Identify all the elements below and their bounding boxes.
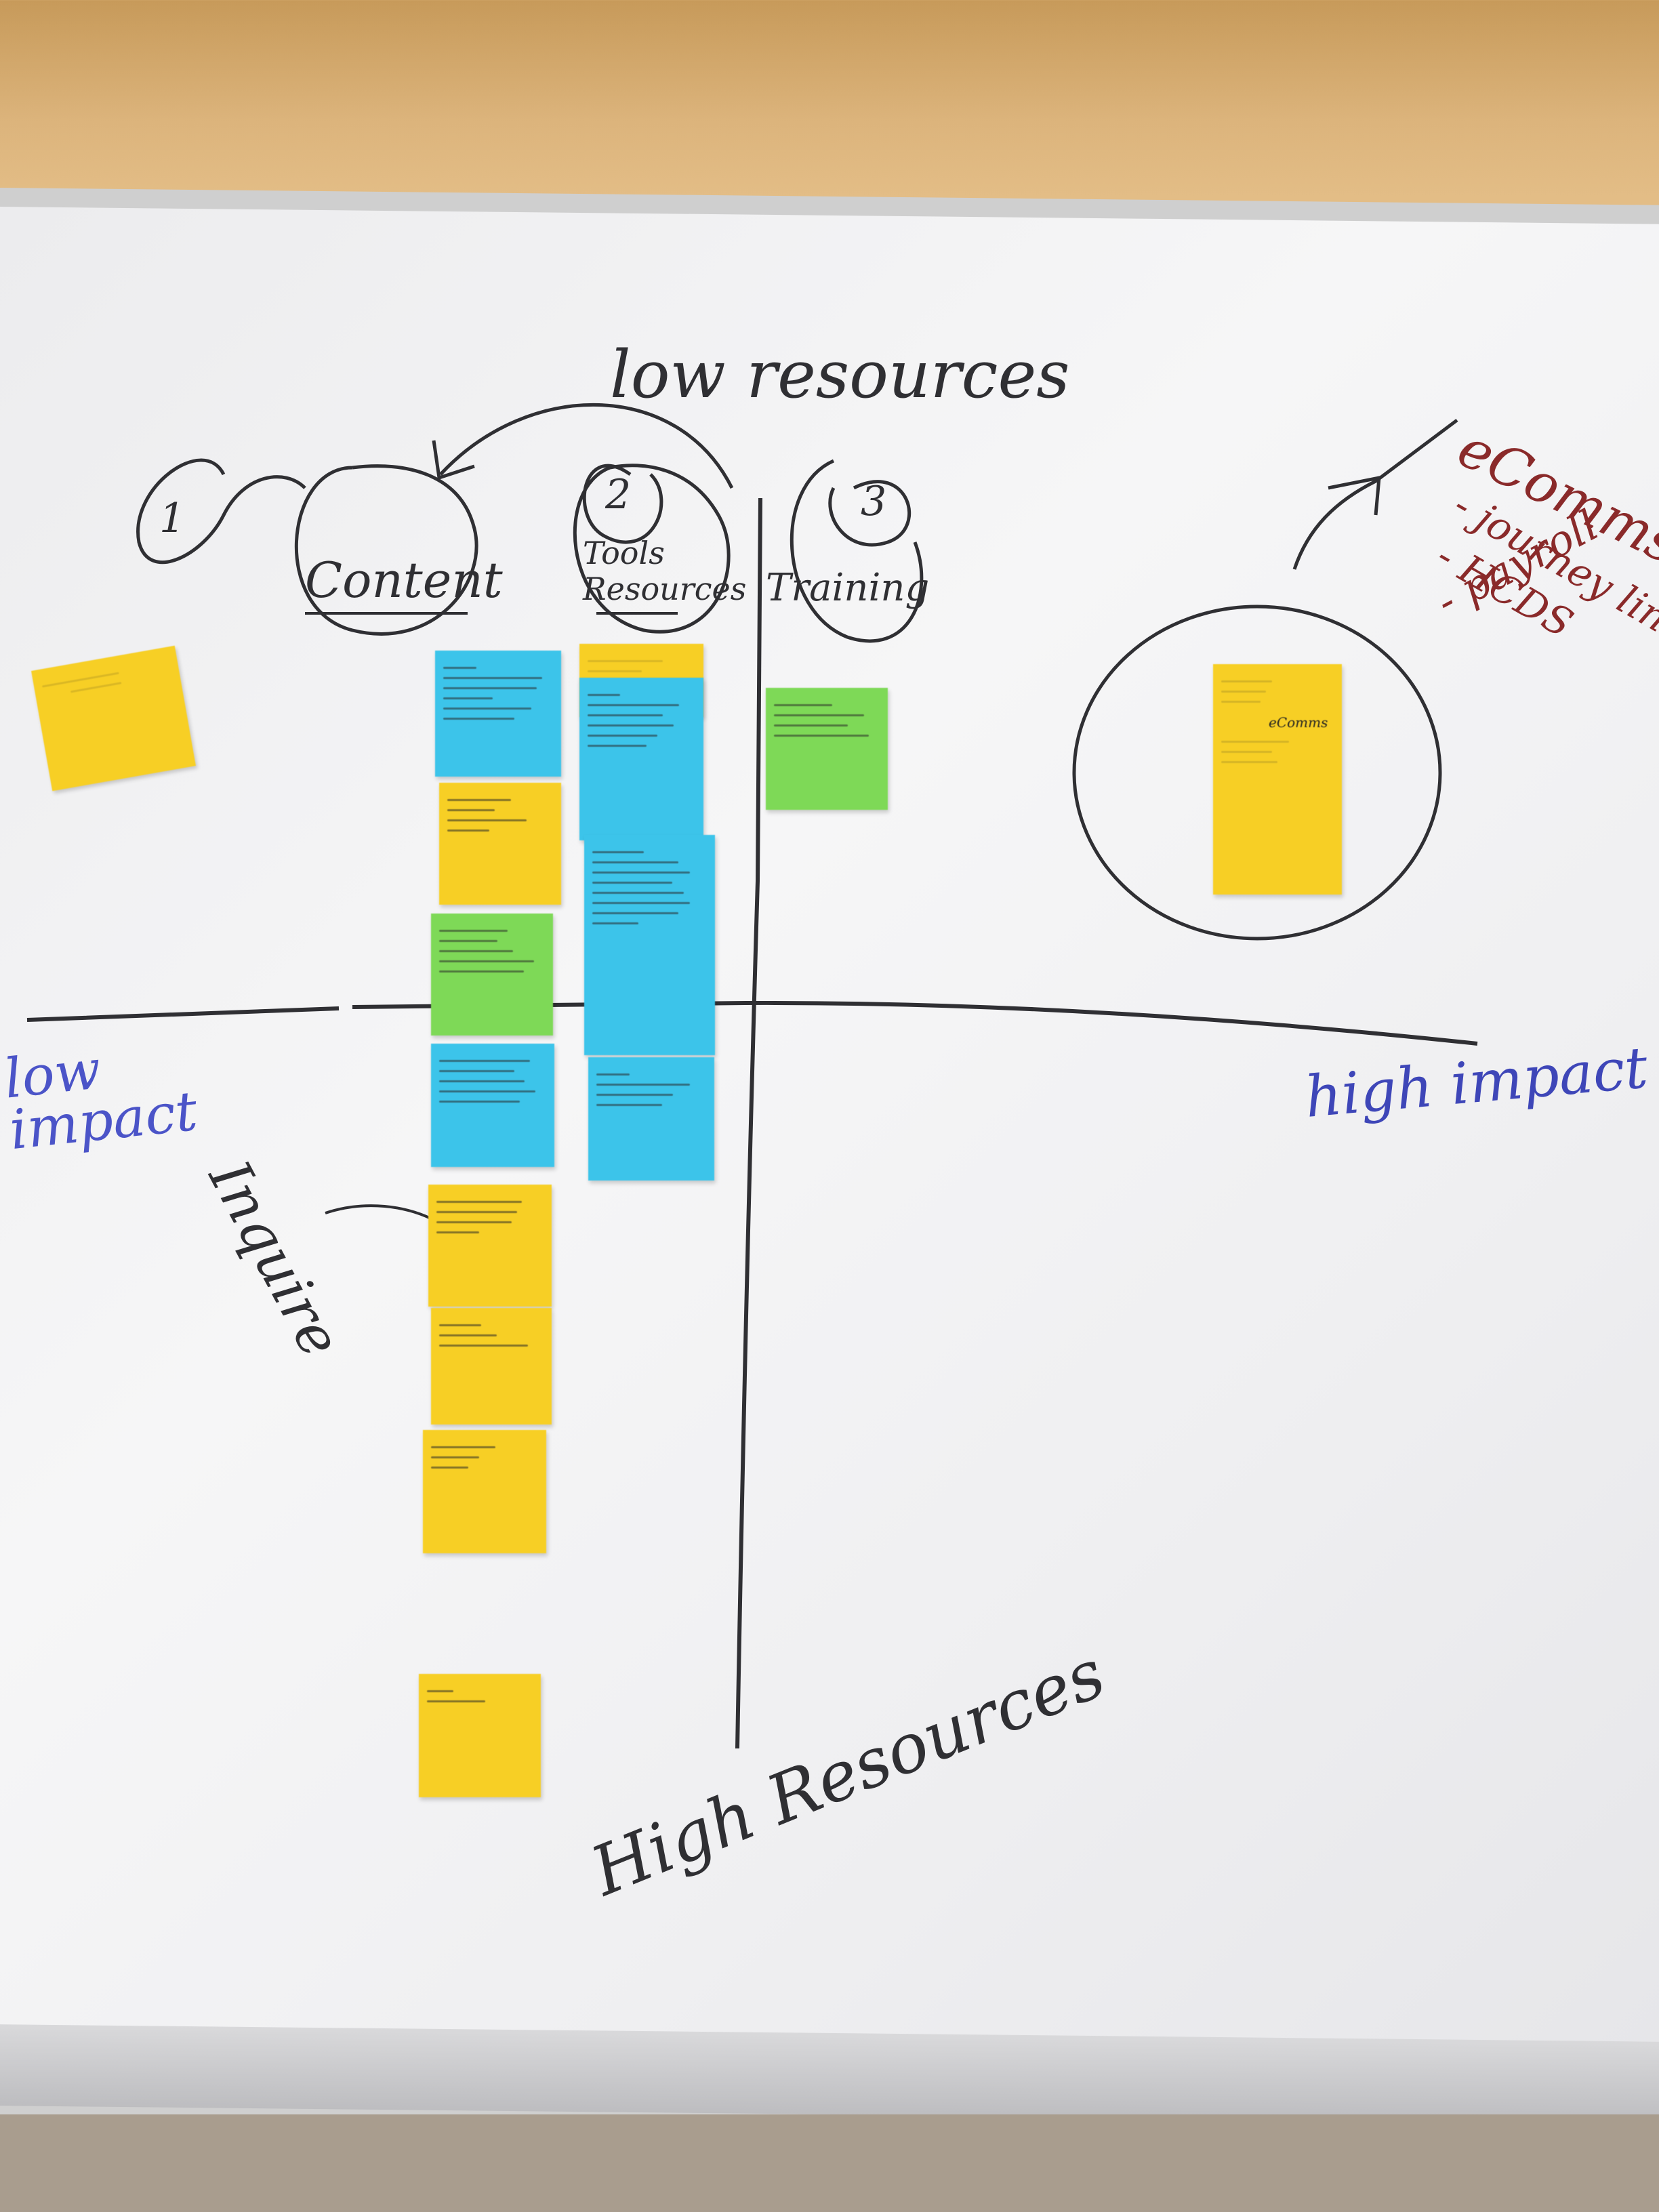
circle-2-number: 2	[605, 471, 632, 518]
ecomms-note-tag: eComms	[1269, 714, 1328, 731]
circle-2-loop	[582, 464, 663, 544]
horizontal-axis	[26, 1000, 1478, 1046]
sticky-note-content-1[interactable]	[435, 651, 561, 777]
sticky-note-ecomms[interactable]: eComms	[1213, 664, 1342, 895]
category-content: Content	[305, 552, 503, 609]
content-circle	[294, 464, 478, 636]
vertical-axis	[735, 497, 762, 1749]
category-tools-resources: Tools Resources	[583, 535, 747, 607]
low-resources-arrow	[439, 403, 734, 489]
ecomms-circle	[1072, 605, 1442, 941]
low-resources-arrowhead	[432, 440, 475, 480]
ecomms-arrow	[1292, 419, 1458, 570]
circle-3-loop	[828, 480, 912, 547]
sticky-note-content-3[interactable]	[431, 914, 553, 1036]
circle-1-loop	[136, 458, 306, 565]
sticky-note-tools-3[interactable]	[584, 835, 715, 1055]
left-label: low impact	[1, 1038, 201, 1162]
training-circle	[790, 459, 924, 643]
top-label: low resources	[610, 337, 1070, 413]
category-training: Training	[766, 566, 930, 610]
floor	[0, 2114, 1659, 2212]
inquire-pointer	[325, 1204, 434, 1221]
sticky-note-tools-2[interactable]	[579, 678, 703, 840]
sticky-note-outside[interactable]	[31, 645, 196, 792]
sticky-note-training-1[interactable]	[766, 688, 888, 810]
sticky-note-content-8[interactable]	[419, 1674, 541, 1797]
ecomms-arrowhead	[1328, 475, 1381, 516]
circle-3-number: 3	[861, 478, 887, 525]
sticky-note-content-6[interactable]	[431, 1308, 552, 1425]
tools-circle	[573, 464, 731, 634]
sticky-note-content-7[interactable]	[423, 1430, 546, 1553]
sticky-note-content-5[interactable]	[428, 1185, 552, 1307]
sticky-note-tools-4[interactable]	[588, 1057, 714, 1181]
sticky-note-content-4[interactable]	[431, 1044, 554, 1167]
circle-1-number: 1	[159, 495, 186, 542]
sticky-note-content-2[interactable]	[439, 783, 561, 905]
